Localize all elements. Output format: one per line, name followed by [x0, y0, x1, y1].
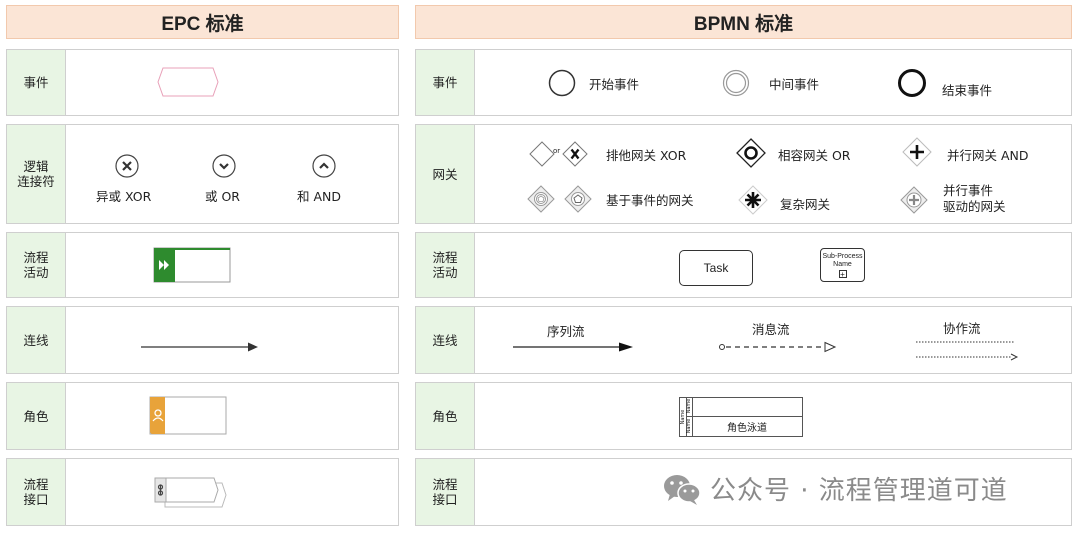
epc-interface-box	[154, 477, 227, 508]
association-flow-text: 协作流	[943, 321, 981, 336]
or-connector-icon	[212, 154, 236, 178]
xor-connector-icon	[115, 154, 139, 178]
parallel-gateway-text: 并行网关 AND	[947, 148, 1029, 163]
parallel-gateway-icon	[902, 137, 932, 167]
bpmn-interface-row: 流程 接口	[415, 458, 1072, 526]
task-text: Task	[703, 261, 729, 275]
bpmn-event-row: 事件 开始事件 中间事件 结束事件	[415, 49, 1072, 116]
and-connector-icon	[312, 154, 336, 178]
lane-text: 角色泳道	[727, 423, 767, 434]
epc-event-label: 事件	[7, 50, 66, 115]
empty-gateway-icon	[529, 141, 555, 167]
task-box: Task	[679, 250, 753, 286]
watermark-text: 公众号 · 流程管理道可道	[710, 476, 1008, 506]
association-flow-lines	[916, 341, 1019, 361]
start-event-icon	[548, 69, 576, 97]
bpmn-activity-row: 流程 活动 Task Sub-Process Name +	[415, 232, 1072, 298]
epc-role-box	[149, 396, 227, 435]
or-connector-text: 或 OR	[205, 189, 240, 204]
sequence-flow-arrow	[513, 342, 633, 352]
bpmn-gateway-label: 网关	[416, 125, 475, 223]
epc-header: EPC 标准	[6, 5, 399, 39]
bpmn-role-label: 角色	[416, 383, 475, 449]
epc-function-row: 流程 活动	[6, 232, 399, 298]
message-flow-text: 消息流	[752, 322, 790, 337]
event-based-start-gateway-icon	[564, 185, 592, 213]
epc-connector-label: 逻辑 连接符	[7, 125, 66, 223]
parallel-event-gateway-text: 并行事件 驱动的网关	[943, 183, 1006, 214]
inclusive-gateway-icon	[736, 138, 766, 168]
inclusive-gateway-text: 相容网关 OR	[778, 148, 851, 163]
lane-divider	[686, 416, 802, 417]
end-event-text: 结束事件	[942, 83, 993, 98]
subprocess-plus-icon: +	[838, 270, 847, 279]
epc-line-label: 连线	[7, 307, 66, 373]
complex-gateway-text: 复杂网关	[780, 197, 831, 212]
epc-arrow	[141, 342, 258, 352]
epc-role-row: 角色	[6, 382, 399, 450]
message-flow-arrow	[719, 341, 837, 353]
epc-function-label: 流程 活动	[7, 233, 66, 297]
exclusive-gateway-icon	[562, 141, 588, 167]
bpmn-role-row: 角色 Name Name Name 角色泳道	[415, 382, 1072, 450]
bpmn-line-label: 连线	[416, 307, 475, 373]
epc-event-hexagon	[157, 67, 219, 97]
lane-name-text-top: Name	[686, 398, 692, 414]
epc-interface-label: 流程 接口	[7, 459, 66, 525]
intermediate-event-icon	[722, 69, 750, 97]
complex-gateway-icon	[738, 185, 768, 215]
xor-connector-text: 异或 XOR	[96, 189, 152, 204]
epc-role-label: 角色	[7, 383, 66, 449]
subprocess-box: Sub-Process Name +	[820, 248, 865, 282]
epc-event-row: 事件	[6, 49, 399, 116]
subprocess-text: Sub-Process Name	[822, 253, 863, 268]
bpmn-event-label: 事件	[416, 50, 475, 115]
epc-function-box	[153, 247, 231, 283]
pool-lane-box: Name Name Name 角色泳道	[679, 397, 803, 437]
epc-interface-row: 流程 接口	[6, 458, 399, 526]
epc-connector-row: 逻辑 连接符 异或 XOR 或 OR 和 AND	[6, 124, 399, 224]
pool-name-strip: Name	[680, 398, 687, 436]
gateway-or-small-text: or	[553, 147, 561, 155]
parallel-event-gateway-icon	[900, 186, 928, 214]
intermediate-event-text: 中间事件	[769, 77, 820, 92]
sequence-flow-text: 序列流	[547, 324, 585, 339]
bpmn-activity-label: 流程 活动	[416, 233, 475, 297]
watermark: 公众号 · 流程管理道可道	[662, 470, 1008, 507]
exclusive-gateway-text: 排他网关 XOR	[606, 148, 687, 163]
start-event-text: 开始事件	[589, 77, 640, 92]
bpmn-interface-label: 流程 接口	[416, 459, 475, 525]
event-based-gateway-icon	[527, 185, 555, 213]
bpmn-header: BPMN 标准	[415, 5, 1072, 39]
wechat-icon	[664, 474, 701, 505]
bpmn-line-row: 连线 序列流 消息流 协作流	[415, 306, 1072, 374]
lane-name-strip: Name Name	[686, 398, 693, 436]
bpmn-gateway-row: 网关 or 排他网关 XOR 相容网关 OR 并行网关 AND 基于事件的网关 …	[415, 124, 1072, 224]
event-based-gateway-text: 基于事件的网关	[606, 193, 694, 208]
epc-line-row: 连线	[6, 306, 399, 374]
end-event-icon	[898, 69, 926, 97]
and-connector-text: 和 AND	[297, 189, 342, 204]
